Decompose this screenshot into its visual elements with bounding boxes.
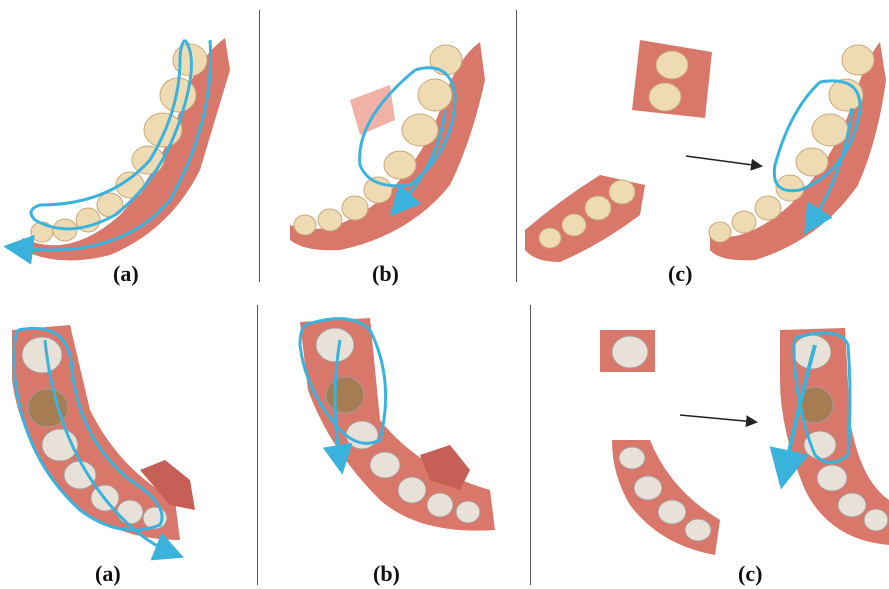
caption-bottom-b: (b)	[373, 563, 400, 585]
caption-top-b: (b)	[372, 263, 399, 285]
top-c-merged-arch	[709, 42, 886, 260]
bottom-c-merged-arch	[780, 328, 889, 545]
merge-arrow-top	[686, 156, 760, 166]
top-b-arch	[290, 42, 485, 250]
caption-bottom-a: (a)	[95, 563, 121, 585]
bottom-c-fragments	[600, 330, 755, 555]
top-a-arch	[18, 38, 230, 260]
caption-bottom-c: (c)	[738, 563, 762, 585]
caption-top-c: (c)	[668, 263, 692, 285]
caption-top-a: (a)	[113, 263, 139, 285]
bottom-b-arch	[300, 318, 495, 531]
bottom-a-arch	[12, 325, 195, 552]
merge-arrow-bottom	[680, 415, 755, 422]
